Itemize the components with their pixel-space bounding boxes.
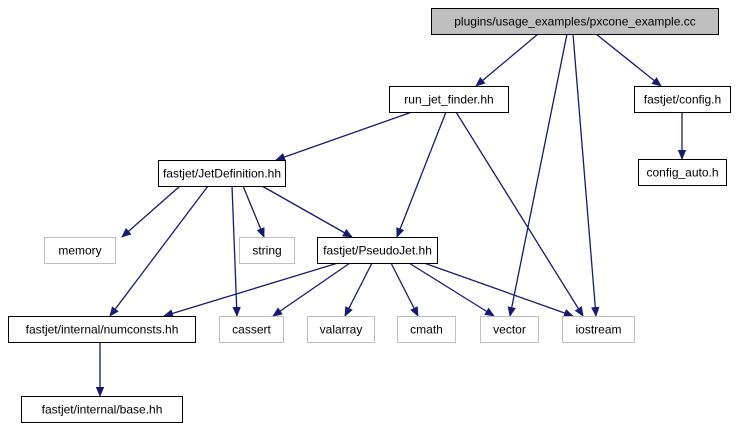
edge-pseudojet-to-numconsts xyxy=(163,262,339,318)
node-box xyxy=(480,316,539,343)
node-label: cassert xyxy=(232,323,271,337)
node-box xyxy=(634,86,731,113)
edge-run_jet_finder-to-pseudojet xyxy=(396,111,447,238)
node-numconsts[interactable]: fastjet/internal/numconsts.hh xyxy=(8,316,196,343)
node-iostream: iostream xyxy=(562,316,635,343)
node-box xyxy=(397,316,456,343)
nodes-layer: plugins/usage_examples/pxcone_example.cc… xyxy=(8,8,731,423)
node-box xyxy=(8,316,196,343)
edge-jetdef-to-string xyxy=(242,185,265,238)
edge-pseudojet-to-iostream xyxy=(423,262,574,317)
node-box xyxy=(158,160,286,187)
node-memory: memory xyxy=(44,237,116,264)
edge-root-to-vector xyxy=(507,33,568,317)
edge-jetdef-to-memory xyxy=(121,185,181,238)
node-box xyxy=(44,237,116,264)
node-box xyxy=(562,316,635,343)
edge-jetdef-to-cassert xyxy=(231,185,241,317)
node-label: cmath xyxy=(410,323,443,337)
edge-root-to-config_h xyxy=(595,33,662,87)
node-box xyxy=(638,159,727,186)
node-vector: vector xyxy=(480,316,539,343)
node-label: valarray xyxy=(320,323,363,337)
node-label: memory xyxy=(58,244,101,258)
node-label: fastjet/internal/base.hh xyxy=(42,403,163,417)
node-label: run_jet_finder.hh xyxy=(404,93,493,107)
node-box xyxy=(431,8,719,35)
node-label: fastjet/config.h xyxy=(644,93,721,107)
node-valarray: valarray xyxy=(307,316,375,343)
node-box xyxy=(219,316,284,343)
edge-pseudojet-to-valarray xyxy=(344,262,373,317)
node-label: string xyxy=(252,244,281,258)
edge-jetdef-to-pseudojet xyxy=(261,185,353,238)
edge-jetdef-to-numconsts xyxy=(109,185,209,317)
node-root[interactable]: plugins/usage_examples/pxcone_example.cc xyxy=(431,8,719,35)
edge-pseudojet-to-vector xyxy=(408,262,495,317)
node-config-h[interactable]: fastjet/config.h xyxy=(634,86,731,113)
node-label: plugins/usage_examples/pxcone_example.cc xyxy=(454,15,695,29)
edge-root-to-run_jet_finder xyxy=(475,33,539,87)
node-cmath: cmath xyxy=(397,316,456,343)
node-box xyxy=(389,86,509,113)
node-string: string xyxy=(239,237,295,264)
node-cassert: cassert xyxy=(219,316,284,343)
node-label: fastjet/internal/numconsts.hh xyxy=(26,323,179,337)
node-config-auto[interactable]: config_auto.h xyxy=(638,159,727,186)
node-label: vector xyxy=(493,323,526,337)
node-box xyxy=(317,237,438,264)
edge-root-to-iostream xyxy=(572,33,600,317)
edge-run_jet_finder-to-iostream xyxy=(455,111,584,317)
edge-pseudojet-to-cassert xyxy=(272,262,351,317)
node-box xyxy=(21,396,183,423)
node-run-jet-finder[interactable]: run_jet_finder.hh xyxy=(389,86,509,113)
node-label: config_auto.h xyxy=(646,166,718,180)
edge-pseudojet-to-cmath xyxy=(390,262,419,317)
node-jetdef[interactable]: fastjet/JetDefinition.hh xyxy=(158,160,286,187)
node-label: iostream xyxy=(575,323,621,337)
node-box xyxy=(307,316,375,343)
node-base[interactable]: fastjet/internal/base.hh xyxy=(21,396,183,423)
node-pseudojet[interactable]: fastjet/PseudoJet.hh xyxy=(317,237,438,264)
edges-layer xyxy=(95,33,687,397)
node-label: fastjet/JetDefinition.hh xyxy=(163,167,281,181)
node-box xyxy=(239,237,295,264)
node-label: fastjet/PseudoJet.hh xyxy=(323,244,432,258)
edge-run_jet_finder-to-jetdef xyxy=(275,111,413,161)
